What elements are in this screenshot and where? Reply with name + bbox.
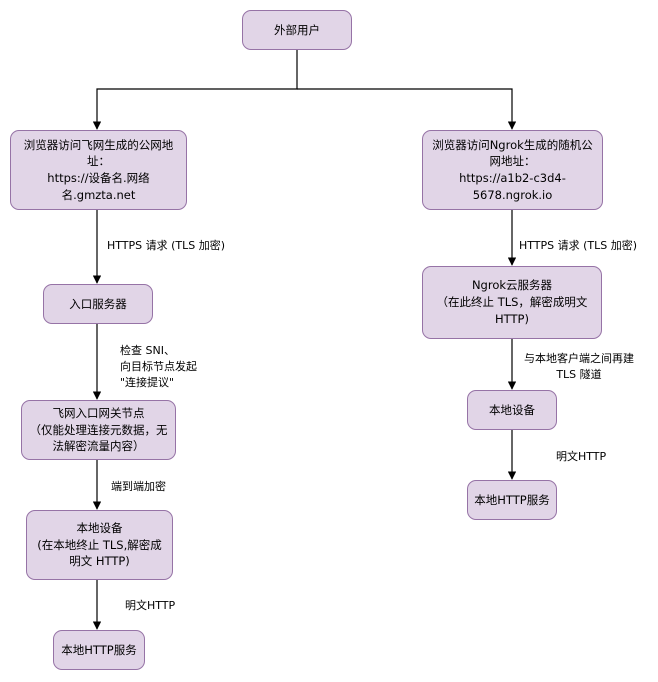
left-local-device-node: 本地设备 (在本地终止 TLS,解密成明文 HTTP) <box>26 510 173 580</box>
left-http-service-node: 本地HTTP服务 <box>53 630 145 670</box>
right-tunnel-label: 与本地客户端之间再建 TLS 隧道 <box>524 351 634 383</box>
external-user-node: 外部用户 <box>242 10 352 50</box>
left-plain-label: 明文HTTP <box>125 598 176 614</box>
right-plain-label: 明文HTTP <box>556 449 607 465</box>
left-gateway-node: 飞网入口网关节点 （仅能处理连接元数据，无法解密流量内容） <box>21 400 176 460</box>
edge-user-split <box>92 50 298 130</box>
left-e2e-label: 端到端加密 <box>111 479 166 495</box>
left-ingress-node: 入口服务器 <box>43 284 153 324</box>
left-https-label: HTTPS 请求 (TLS 加密) <box>107 238 226 254</box>
right-http-service-node: 本地HTTP服务 <box>467 480 557 520</box>
left-sni-label: 检查 SNI、 向目标节点发起 "连接提议" <box>120 343 197 391</box>
edge-user-right <box>297 88 517 130</box>
right-ngrok-server-node: Ngrok云服务器 （在此终止 TLS，解密成明文 HTTP) <box>422 266 602 339</box>
right-https-label: HTTPS 请求 (TLS 加密) <box>519 238 638 254</box>
right-browser-node: 浏览器访问Ngrok生成的随机公网地址： https://a1b2-c3d4-5… <box>422 130 603 210</box>
right-local-device-node: 本地设备 <box>467 390 557 430</box>
left-browser-node: 浏览器访问飞网生成的公网地址： https://设备名.网络名.gmzta.ne… <box>10 130 187 210</box>
